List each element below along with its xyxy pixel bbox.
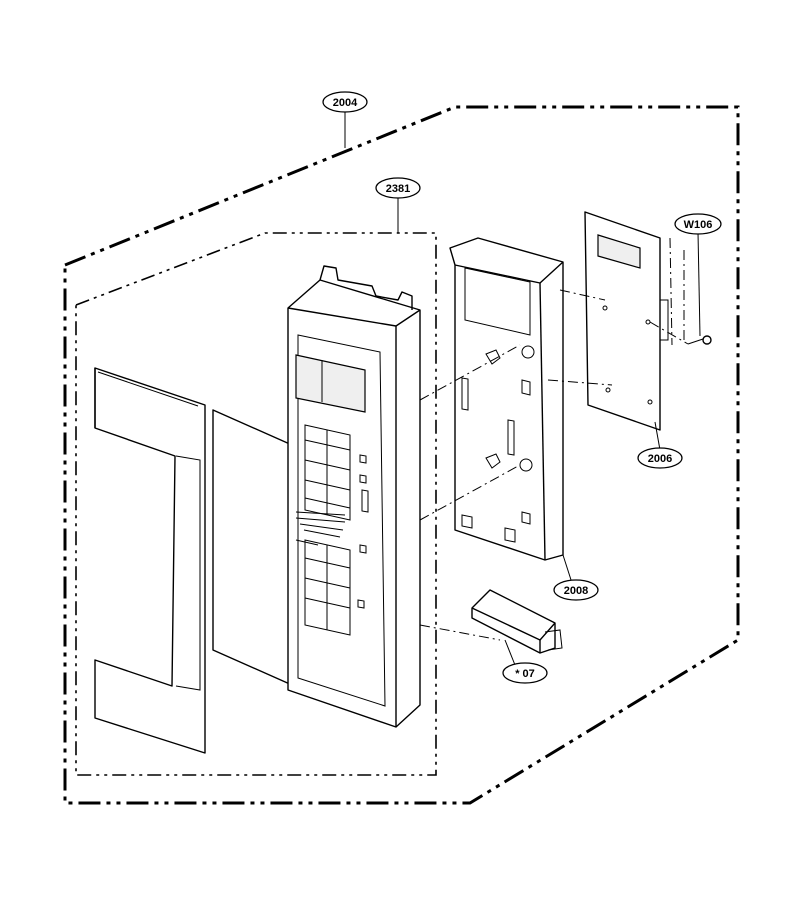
screw-w106 (687, 335, 712, 345)
subassembly-boundary-2381 (75, 232, 437, 776)
callout-07: * 07 (502, 662, 548, 684)
callout-label-w106: W106 (684, 219, 713, 231)
control-panel-housing (287, 265, 421, 728)
callout-2006: 2006 (637, 447, 683, 469)
pcb-bracket-2008 (449, 237, 564, 561)
callout-label-07: * 07 (515, 668, 535, 680)
ribbon-cable (295, 511, 346, 546)
callout-2381: 2381 (375, 177, 421, 199)
callout-label-2381: 2381 (386, 183, 410, 195)
callout-label-2004: 2004 (333, 97, 358, 109)
callout-w106: W106 (674, 213, 722, 235)
film-sheet (212, 409, 293, 686)
assembly-lead-lines (419, 237, 689, 641)
callout-label-2008: 2008 (564, 585, 588, 597)
callout-2008: 2008 (553, 579, 599, 601)
callout-label-2006: 2006 (648, 453, 672, 465)
callout-leaders (344, 110, 701, 666)
pcb-board-2006 (584, 211, 669, 431)
latch-part-07 (471, 589, 563, 654)
door-trim-frame (94, 367, 206, 754)
callout-2004: 2004 (322, 91, 368, 113)
